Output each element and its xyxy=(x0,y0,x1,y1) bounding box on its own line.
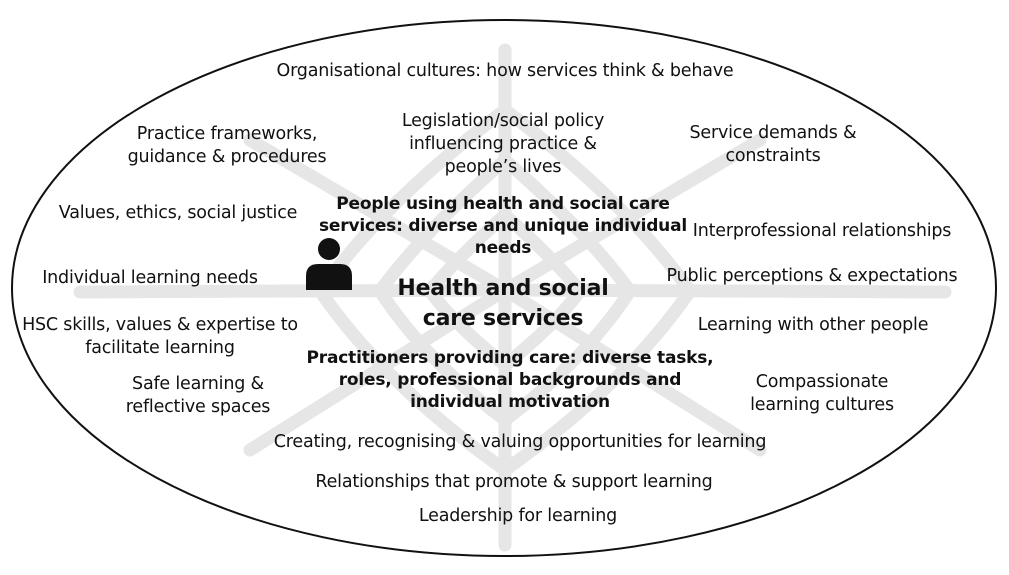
label-legislation: Legislation/social policy influencing pr… xyxy=(401,111,605,177)
label-compassionate: Compassionate learning cultures xyxy=(750,372,894,415)
central-title: Health and social care services xyxy=(397,276,609,331)
label-creating-opportunities: Creating, recognising & valuing opportun… xyxy=(273,432,767,452)
label-interprofessional: Interprofessional relationships xyxy=(692,221,952,241)
practitioners-providing-care: Practitioners providing care: diverse ta… xyxy=(306,348,714,412)
label-safe-learning: Safe learning & reflective spaces xyxy=(125,374,271,417)
label-learning-with-others: Learning with other people xyxy=(697,315,929,335)
label-individual-learning: Individual learning needs xyxy=(42,268,258,288)
label-service-demands: Service demands & constraints xyxy=(689,123,857,166)
person-icon xyxy=(306,238,352,290)
label-leadership: Leadership for learning xyxy=(418,506,618,526)
outer-ellipse xyxy=(11,19,997,557)
people-using-services: People using health and social care serv… xyxy=(319,194,687,258)
label-values-ethics: Values, ethics, social justice xyxy=(58,203,298,223)
label-practice-frameworks: Practice frameworks, guidance & procedur… xyxy=(127,124,327,167)
label-relationships: Relationships that promote & support lea… xyxy=(315,472,713,492)
spider-web-icon xyxy=(73,43,952,552)
label-organisational-cultures: Organisational cultures: how services th… xyxy=(276,61,734,81)
label-public-perceptions: Public perceptions & expectations xyxy=(666,266,958,286)
label-hsc-skills: HSC skills, values & expertise to facili… xyxy=(22,315,298,358)
